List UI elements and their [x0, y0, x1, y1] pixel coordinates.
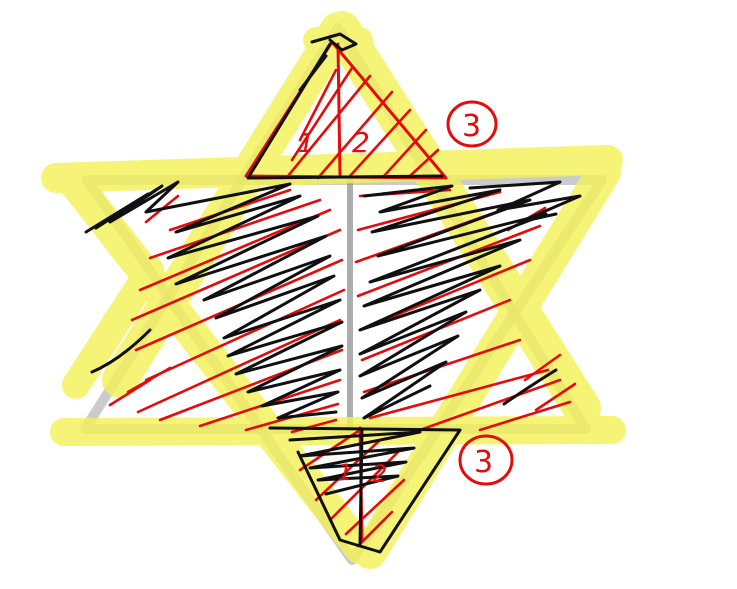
label-bottom-count: 3 [474, 445, 493, 480]
label-top-right: 2 [352, 126, 370, 159]
black-bottom-divider [360, 430, 362, 544]
label-top-left: 1 [298, 129, 315, 159]
highlight-bottom-bar [64, 430, 612, 432]
label-bottom-right: 2 [372, 460, 387, 488]
label-bottom-left: 1 [338, 461, 352, 486]
label-top-count: 3 [462, 109, 481, 144]
red-top-divider [338, 44, 340, 176]
